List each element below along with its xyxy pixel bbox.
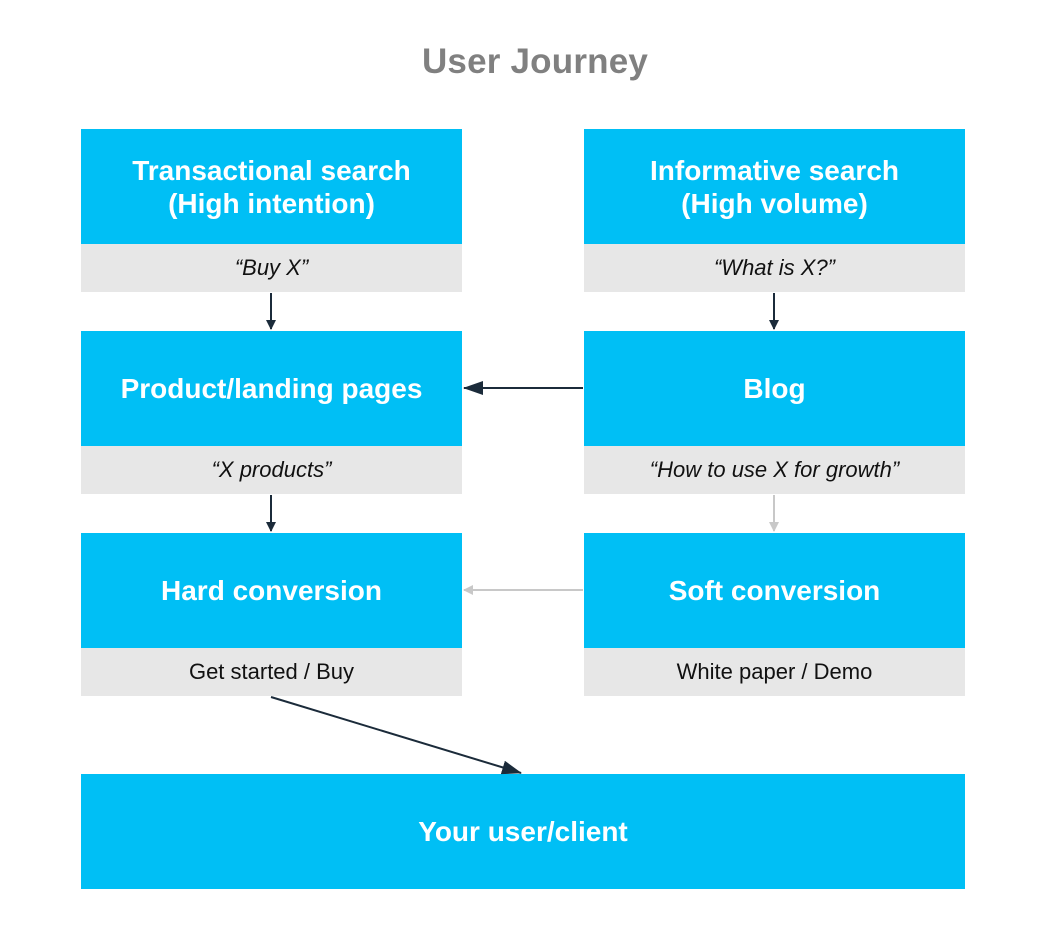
blog-box: Blog [584, 331, 965, 446]
diagram-title: User Journey [421, 42, 649, 81]
soft-conversion-example: White paper / Demo [584, 648, 965, 696]
soft-conversion-box: Soft conversion [584, 533, 965, 648]
transactional-search-example: “Buy X” [81, 244, 462, 292]
transactional-search-box: Transactional search (High intention) [81, 129, 462, 244]
informative-search-example: “What is X?” [584, 244, 965, 292]
product-landing-pages-box: Product/landing pages [81, 331, 462, 446]
hard-conversion-box: Hard conversion [81, 533, 462, 648]
informative-search-box: Informative search (High volume) [584, 129, 965, 244]
arrow-hard-to-user [270, 696, 522, 775]
hard-conversion-example: Get started / Buy [81, 648, 462, 696]
blog-example: “How to use X for growth” [584, 446, 965, 494]
product-landing-pages-example: “X products” [81, 446, 462, 494]
user-client-box: Your user/client [81, 774, 965, 889]
